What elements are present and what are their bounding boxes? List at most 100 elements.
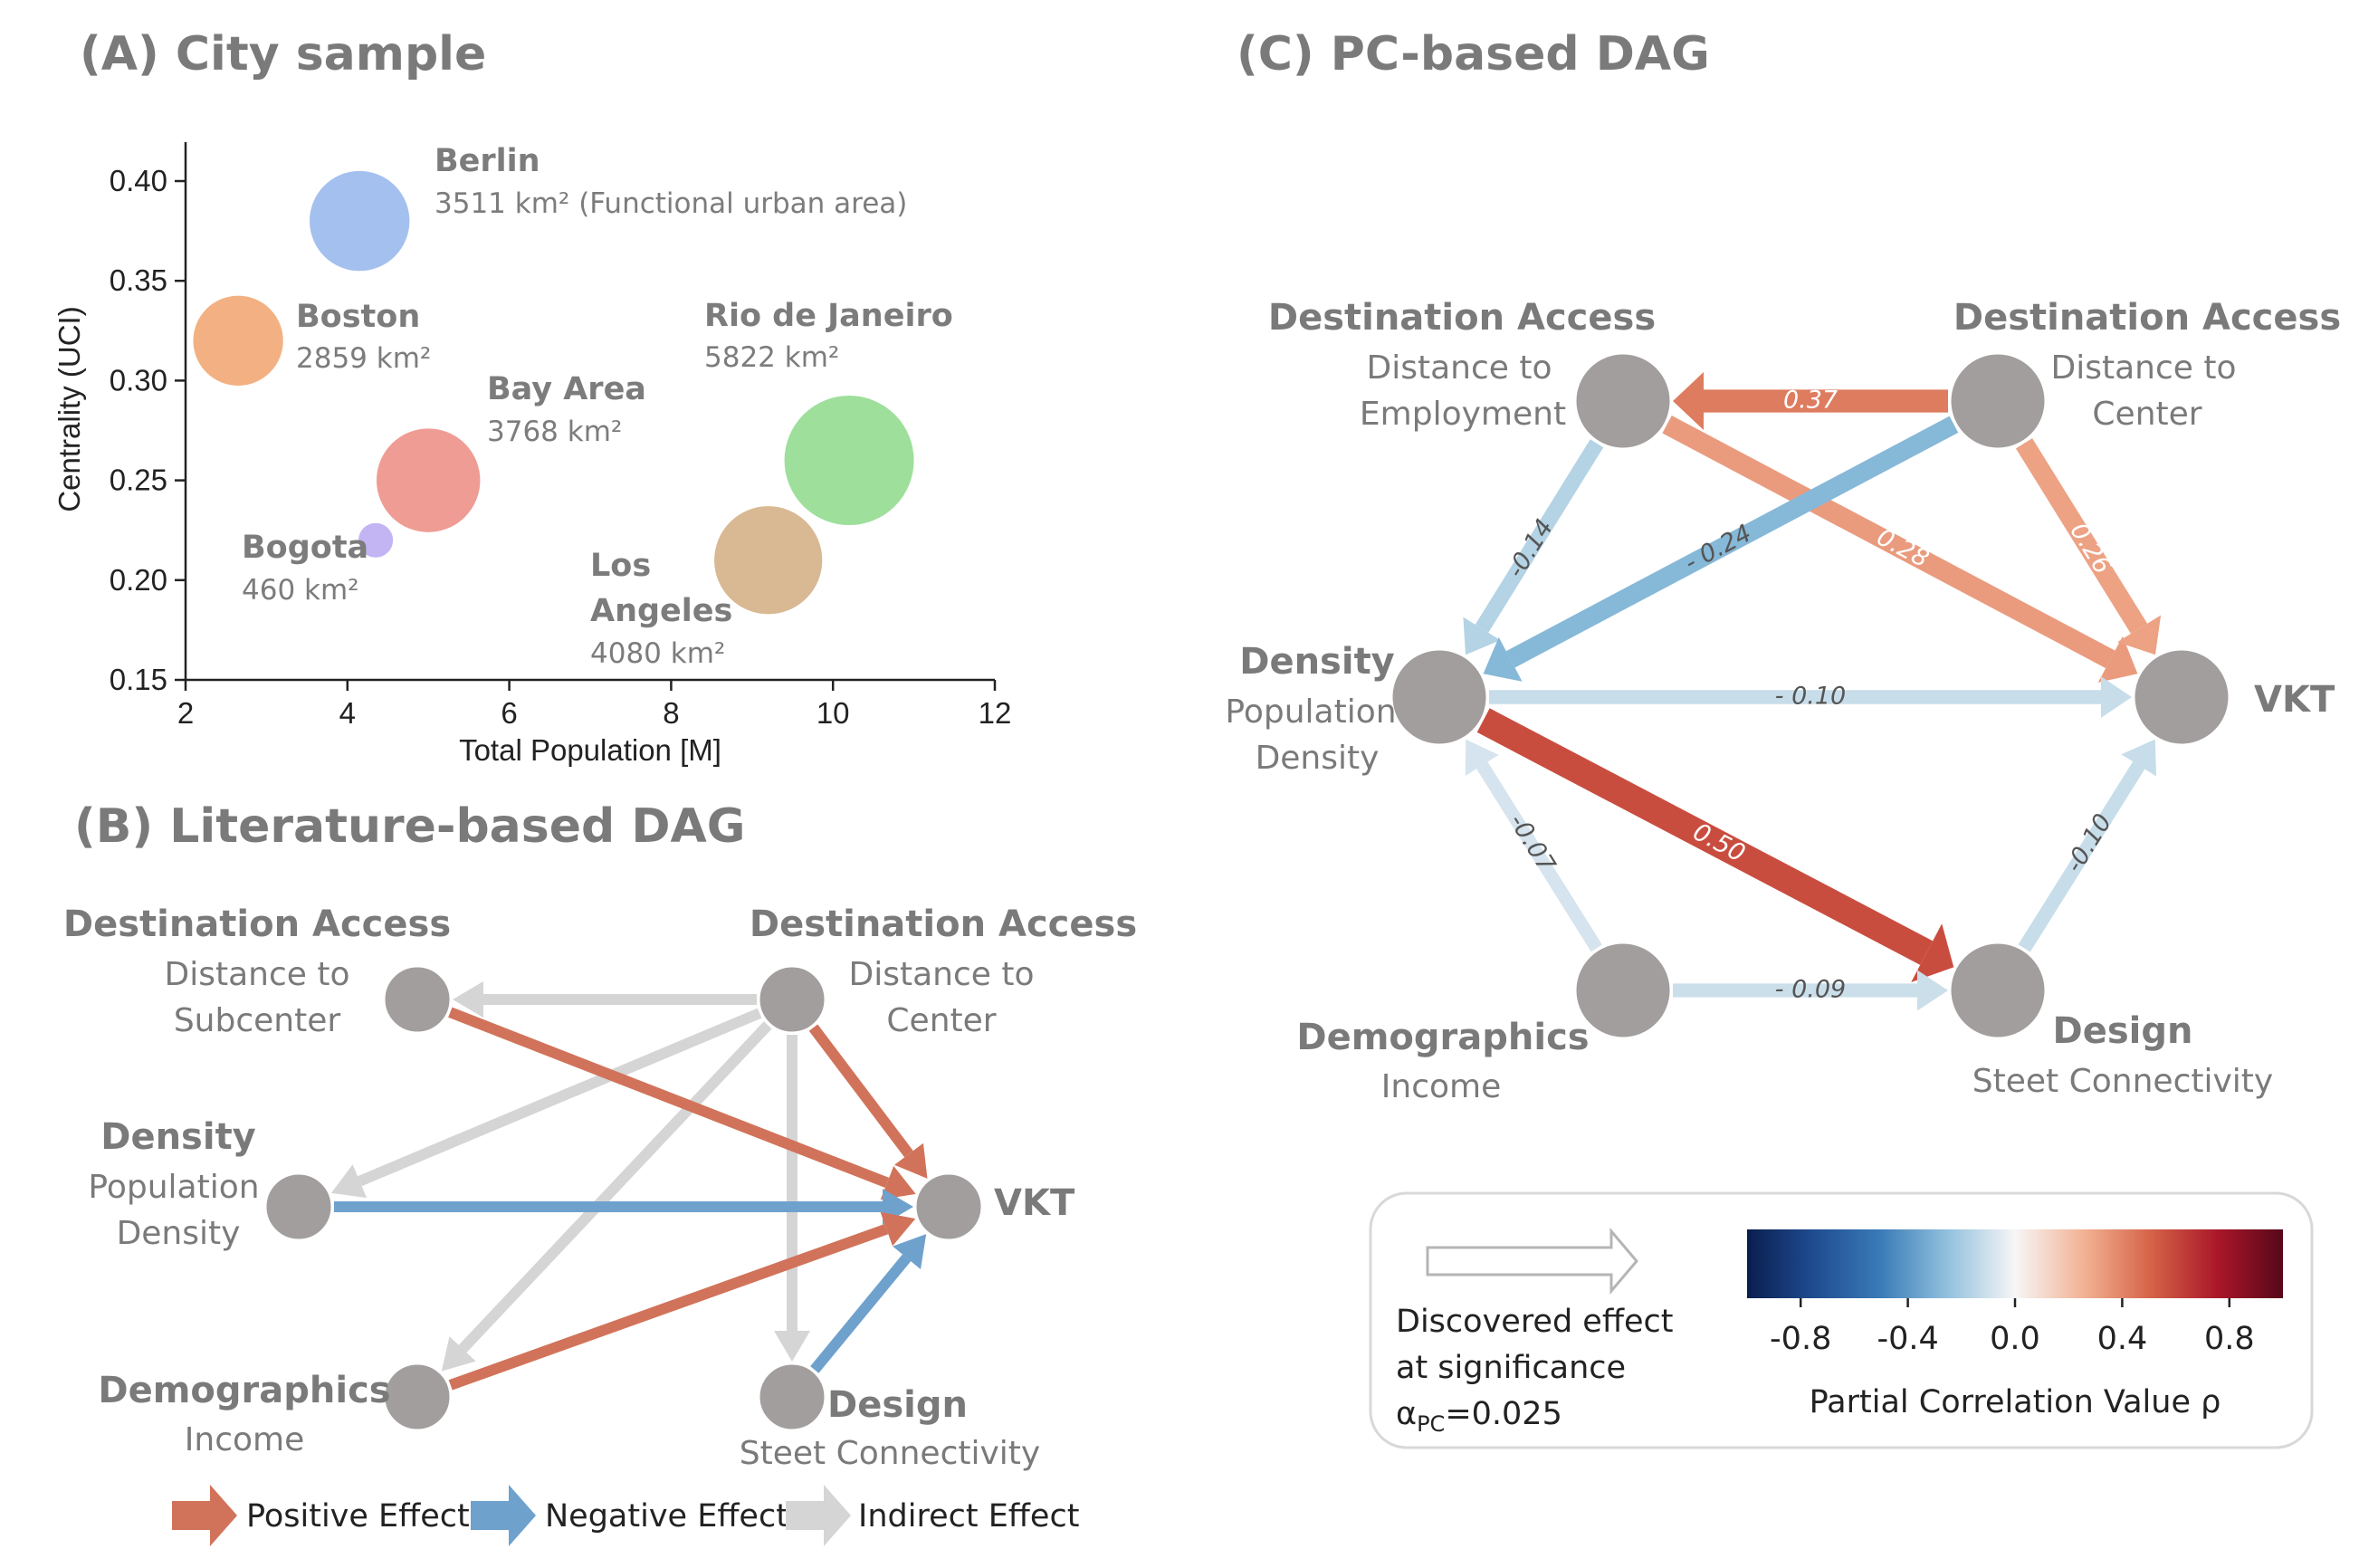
c-center-sub2: Center xyxy=(2092,396,2201,433)
b-density-head: Density xyxy=(100,1116,256,1158)
y-tick-label: 0.25 xyxy=(110,464,167,497)
y-tick-label: 0.20 xyxy=(110,563,167,597)
alpha-subscript: PC xyxy=(1417,1411,1445,1437)
c-edge-label-center-density: - 0.24 xyxy=(1680,520,1756,578)
c-center-head: Destination Access xyxy=(1953,297,2341,339)
panel-c-nodes xyxy=(1390,351,2231,1040)
c-design-sub1: Steet Connectivity xyxy=(1972,1063,2273,1100)
label-los-angeles-2: Angeles xyxy=(590,593,732,629)
label-rio: Rio de Janeiro xyxy=(704,298,953,334)
c-employment-sub1: Distance to xyxy=(1367,349,1552,387)
b-edge-demographics-vkt-shaft xyxy=(448,1223,889,1391)
b-demographics-sub1: Income xyxy=(185,1421,304,1458)
x-tick-label: 10 xyxy=(817,696,850,730)
b-edge-center-demographics-shaft xyxy=(458,1021,772,1353)
legend-negative-label: Negative Effect xyxy=(545,1498,788,1535)
c-density-sub1: Population xyxy=(1225,693,1396,731)
b-design-head: Design xyxy=(827,1384,968,1426)
b-edge-center-density-head xyxy=(330,1164,368,1199)
b-center-sub1: Distance to xyxy=(849,956,1035,993)
panel-a-title: (A) City sample xyxy=(80,27,486,81)
c-node-demographics xyxy=(1573,941,1673,1040)
c-density-sub2: Density xyxy=(1256,740,1380,777)
c-edge-employment-vkt-shaft xyxy=(1662,416,2115,669)
legend-negative-arrow xyxy=(471,1485,536,1546)
b-density-sub2: Density xyxy=(117,1215,241,1252)
b-edge-center-design-head xyxy=(774,1331,810,1362)
bubble-bay-area xyxy=(373,425,483,535)
area-boston: 2859 km² xyxy=(296,342,431,375)
legend-effect-line1: Discovered effect xyxy=(1396,1304,1673,1340)
colorbar-label: Partial Correlation Value ρ xyxy=(1810,1384,2221,1420)
b-center-head: Destination Access xyxy=(750,904,1137,945)
x-tick-label: 2 xyxy=(177,696,194,730)
label-los-angeles-1: Los xyxy=(590,548,651,584)
panel-c-labels: Destination Access Distance to Employmen… xyxy=(1225,297,2341,1105)
y-tick-label: 0.15 xyxy=(110,663,167,696)
b-design-sub1: Steet Connectivity xyxy=(740,1435,1040,1472)
legend-positive-label: Positive Effect xyxy=(246,1498,470,1535)
c-demographics-sub1: Income xyxy=(1381,1068,1501,1105)
b-node-design xyxy=(757,1362,827,1432)
c-edge-label-center-employment: 0.37 xyxy=(1783,387,1838,415)
legend-effect-arrow xyxy=(1426,1227,1638,1296)
c-node-center xyxy=(1948,351,2048,451)
panel-b-title: (B) Literature-based DAG xyxy=(74,799,745,854)
b-edge-center-vkt-head xyxy=(894,1143,928,1179)
c-edge-center-employment-head xyxy=(1673,371,1704,431)
c-density-head: Density xyxy=(1239,641,1395,683)
colorbar-tick-label: 0.4 xyxy=(2097,1321,2148,1357)
c-node-design xyxy=(1948,941,2048,1040)
c-demographics-head: Demographics xyxy=(1296,1017,1589,1058)
c-edge-label-demographics-density: -0.07 xyxy=(1504,809,1561,878)
colorbar xyxy=(1747,1229,2283,1298)
c-edge-density-design-shaft xyxy=(1476,708,1934,965)
bubble-rio-de-janeiro xyxy=(781,393,917,529)
legend-effect-line2: at significance xyxy=(1396,1350,1626,1386)
b-node-demographics xyxy=(382,1362,453,1432)
panel-b-nodes xyxy=(263,964,984,1432)
panel-b-legend: Positive Effect Negative Effect Indirect… xyxy=(172,1485,1079,1546)
b-node-vkt xyxy=(913,1171,984,1242)
label-berlin: Berlin xyxy=(435,143,540,179)
b-subcenter-head: Destination Access xyxy=(63,904,451,945)
x-tick-label: 8 xyxy=(663,696,679,730)
c-edge-label-density-design: 0.50 xyxy=(1688,817,1750,867)
c-edge-demographics-density-head xyxy=(1465,739,1499,776)
b-edge-center-demographics-head xyxy=(441,1336,476,1372)
legend-indirect-arrow xyxy=(786,1485,851,1546)
c-edge-employment-density-shaft xyxy=(1475,439,1604,633)
c-edge-employment-vkt-head xyxy=(2097,636,2138,683)
y-axis-label: Centrality (UCI) xyxy=(53,306,86,512)
c-node-vkt xyxy=(2132,647,2231,747)
panel-c-title: (C) PC-based DAG xyxy=(1237,27,1710,81)
c-edge-label-demographics-design: - 0.09 xyxy=(1775,976,1846,1004)
c-employment-head: Destination Access xyxy=(1268,297,1656,339)
c-center-sub1: Distance to xyxy=(2051,349,2237,387)
c-employment-sub2: Employment xyxy=(1360,396,1566,433)
panel-c-legend: Discovered effect at significance αPC=0.… xyxy=(1369,1191,2314,1449)
b-subcenter-sub2: Subcenter xyxy=(174,1002,341,1039)
b-node-center xyxy=(757,964,827,1035)
area-los-angeles: 4080 km² xyxy=(590,637,725,670)
colorbar-tick-label: -0.4 xyxy=(1877,1321,1938,1357)
c-edge-design-vkt-head xyxy=(2121,739,2157,777)
c-edge-center-density-head xyxy=(1483,636,1523,682)
c-edge-label-employment-vkt: 0.28 xyxy=(1872,523,1934,574)
c-edge-label-employment-density: -0.14 xyxy=(1502,514,1559,583)
y-tick-label: 0.35 xyxy=(110,263,167,297)
alpha-symbol: α xyxy=(1396,1396,1417,1432)
x-axis-label: Total Population [M] xyxy=(459,733,721,767)
b-edge-center-subcenter-head xyxy=(453,981,483,1018)
c-design-head: Design xyxy=(2053,1010,2193,1052)
c-edge-label-design-vkt: -0.10 xyxy=(2060,809,2117,878)
c-edge-label-density-vkt: - 0.10 xyxy=(1775,683,1846,711)
c-edge-design-vkt-shaft xyxy=(2018,761,2145,952)
area-rio: 5822 km² xyxy=(704,341,839,374)
b-vkt-head: VKT xyxy=(994,1182,1075,1224)
area-bogota: 460 km² xyxy=(242,574,359,607)
x-tick-label: 4 xyxy=(339,696,356,730)
